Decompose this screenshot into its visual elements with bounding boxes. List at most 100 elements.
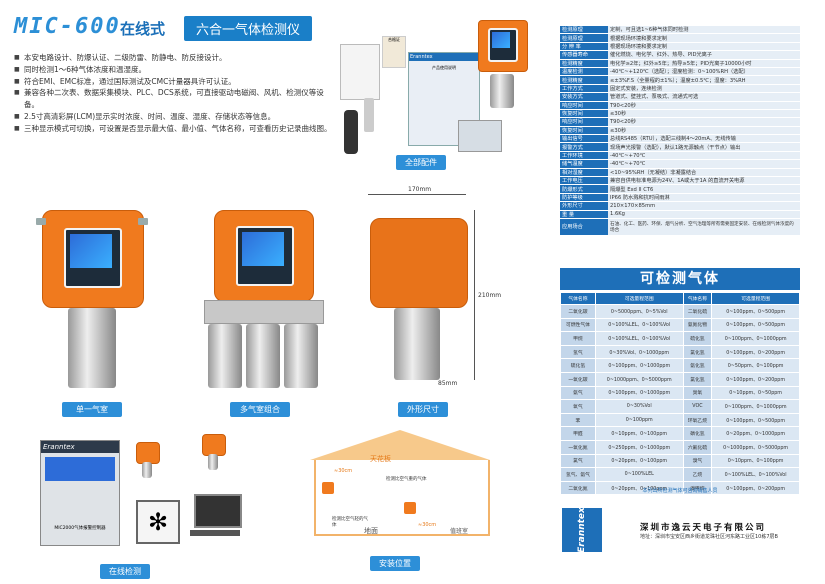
gas-cell: 二氧化碳 — [560, 304, 596, 319]
gas-cell: 可燃性气体 — [560, 317, 596, 333]
device-ceiling — [322, 482, 334, 494]
house-roof — [310, 430, 490, 460]
gas-cell: 0~1000ppm、0~5000ppm — [594, 371, 684, 387]
gas-cell: 0~100ppm、0~1000ppm — [594, 358, 684, 373]
device-dims — [368, 210, 468, 380]
gas-cell: 一氧化碳 — [560, 371, 596, 387]
spec-row: 检测精度电化学≥2年；红外≥5年；热导≥5年；PID光离子10000小时 — [560, 59, 800, 68]
device-single — [36, 198, 148, 388]
gas-cell: 0~30%Vol — [594, 399, 684, 414]
gas-cell: 二氧化氮 — [560, 480, 596, 496]
spec-value: ≤30秒 — [608, 109, 800, 119]
spec-value: 总线RS485（RTU），选配三线制4～20mA、无线传输 — [608, 134, 800, 144]
gas-cell: 0~5000ppm、0~5%Vol — [594, 304, 684, 319]
caption-install: 安装位置 — [370, 556, 420, 571]
spec-key: 检测精度 — [560, 75, 608, 85]
feature-item: 符合EMI、EMC标准，通过国际测试及CMC计量器具许可认证。 — [14, 76, 334, 88]
gas-cell: 0~100%LEL、0~100%Vol — [711, 467, 800, 482]
heavy-gas-label: 检测比空气重的气体 — [386, 477, 427, 482]
spec-value: 1.6Kg — [608, 210, 800, 220]
gas-header-cell: 可选量程范围 — [594, 292, 684, 305]
spec-row: 储气温度-40℃~+70℃ — [560, 159, 800, 169]
distance-top: ≈30cm — [334, 468, 353, 474]
spec-key: 工作电压 — [560, 176, 608, 186]
spec-value: 定制，可且选1~6种气体同时检测 — [608, 26, 800, 35]
spec-value: <10~95%RH（无凝结）非凝露结合 — [608, 168, 800, 178]
spec-row: 工作环境-40℃~+70℃ — [560, 151, 800, 161]
gas-cell: 磷化氢 — [682, 426, 713, 441]
gas-cell: 硫化氢 — [560, 358, 596, 373]
gas-cell: 0~100ppm、0~500ppm — [711, 317, 800, 333]
gas-cell: 一氧化氮 — [560, 439, 596, 455]
company-name: 深圳市逸云天电子有限公司 — [640, 523, 767, 533]
gas-cell: 氯化氢 — [682, 344, 713, 360]
gas-cell: 0~100ppm、0~200ppm — [711, 371, 800, 387]
gas-cell: 0~100ppm、0~500ppm — [711, 304, 800, 319]
gas-cell: 0~20ppm、0~100ppm — [594, 480, 684, 496]
company-address: 地址：深圳市宝安区西乡街道龙珠社区河东路工业区10栋7层B — [640, 534, 778, 540]
spec-key: 报警方式 — [560, 142, 608, 152]
spec-key: 工作方式 — [560, 84, 608, 94]
spec-value: -40℃~+70℃ — [608, 151, 800, 161]
spec-key: 重 量 — [560, 210, 608, 220]
spec-key: 传感器寿命 — [560, 50, 608, 60]
gas-cell: 氯化氢 — [682, 371, 713, 387]
spec-row: 安装方式管道式、壁挂式、泵吸式、流通式可选 — [560, 92, 800, 102]
distance-bottom: ≈30cm — [418, 522, 437, 528]
device-online-1 — [136, 440, 160, 480]
spec-value: ≤30秒 — [608, 126, 800, 136]
gas-cell: 0~10ppm、0~100ppm — [711, 453, 800, 469]
gas-cell: 六氟化硫 — [682, 439, 713, 455]
spec-key: 检测精度 — [560, 59, 608, 68]
spec-value: 隔爆型 Exd II CT6 — [608, 184, 800, 194]
spec-key: 储气温度 — [560, 159, 608, 169]
dim-depth-label: 85mm — [438, 380, 458, 387]
spec-table: 检测原理定制，可且选1~6种气体同时检测检测原理根据现场环境和要求定制分 辨 率… — [560, 26, 800, 236]
duty-room-label: 值班室 — [450, 528, 469, 535]
spec-key: 防护等级 — [560, 193, 608, 203]
spec-value: 石油、化工、医药、环保、烟气分析、空气治理等所有需要固定安装、在线检测气体浓度的… — [608, 218, 800, 236]
spec-row: 传感器寿命催化燃烧、电化学、红外、热导、PID光离子 — [560, 50, 800, 60]
gas-cell: 0~100ppm、0~500ppm — [711, 412, 800, 428]
spec-value: 固定式安装，连续检测 — [608, 84, 800, 94]
dim-height-label: 210mm — [478, 292, 502, 299]
spec-row: 报警方式现场声光报警（选配），默认1路无源触点（干节点）输出 — [560, 142, 800, 152]
feature-item: 2.5寸高清彩屏(LCM)显示实时浓度、时间、温度、湿度、存储状态等信息。 — [14, 111, 334, 123]
spec-key: 响应时间 — [560, 101, 608, 110]
gas-cell: 0~20ppm、0~1000ppm — [711, 426, 800, 441]
gas-note: 本列出所检测气体可咨询销售人员 — [642, 488, 718, 494]
spec-key: 工作环境 — [560, 151, 608, 161]
gas-cell: 氢气、氨气 — [560, 467, 596, 482]
gas-cell: 0~100ppm、0~200ppm — [711, 480, 800, 496]
gas-cell: 0~100ppm — [594, 412, 684, 428]
spec-key: 响应时间 — [560, 117, 608, 127]
gas-cell: 二氧化硫 — [682, 304, 713, 319]
spec-key: 输出信号 — [560, 134, 608, 144]
product-type: 在线式 — [120, 20, 166, 38]
gas-cell: VOC — [682, 399, 713, 414]
device-multi — [204, 200, 324, 396]
gas-cell: 0~50ppm、0~100ppm — [711, 358, 800, 373]
gas-header-cell: 气体名称 — [682, 292, 713, 305]
spec-row: 温度检测-40℃~+120℃（选配）；湿度检测：0~100%RH（选配） — [560, 67, 800, 77]
gas-cell: 环氧乙烷 — [682, 412, 713, 428]
gas-cell: 0~10ppm、0~100ppm — [594, 426, 684, 441]
spec-key: 外形尺寸 — [560, 201, 608, 211]
spec-row: 恢复时间≤30秒 — [560, 109, 800, 119]
spec-value: 兼容自供电标准电源为24V、1A或大于1A 的直流开关电源 — [608, 176, 800, 186]
product-model: MIC-600 — [14, 14, 121, 39]
gas-cell: 溴气 — [682, 453, 713, 469]
spec-row: 输出信号总线RS485（RTU），选配三线制4～20mA、无线传输 — [560, 134, 800, 144]
magnet-stick — [364, 98, 374, 132]
spec-value: T90<20秒 — [608, 101, 800, 110]
gas-cell: 氨化氢 — [682, 358, 713, 373]
